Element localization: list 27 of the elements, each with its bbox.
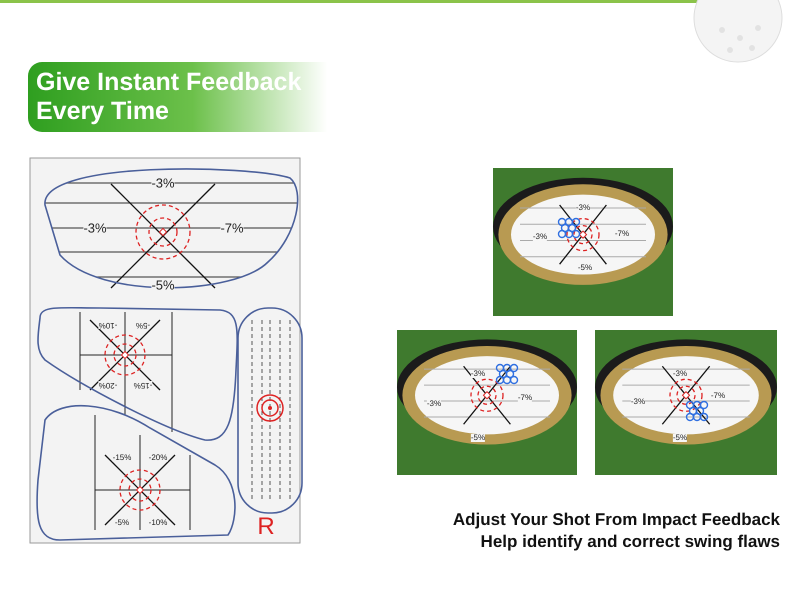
percent-label: -7% bbox=[518, 394, 532, 402]
percent-label: -3% bbox=[532, 233, 548, 241]
percent-label: -5% bbox=[672, 434, 688, 442]
side-letter: R bbox=[257, 515, 275, 539]
percent-label: -15% bbox=[112, 454, 132, 462]
percent-label: -20% bbox=[148, 454, 168, 462]
percent-label: -20% bbox=[98, 381, 118, 389]
percent-label: -5% bbox=[470, 434, 486, 442]
percent-label: -10% bbox=[98, 321, 118, 329]
percent-label: -7% bbox=[614, 230, 630, 238]
percent-label: -5% bbox=[151, 278, 175, 292]
percent-label: -3% bbox=[576, 204, 590, 212]
percent-label: -5% bbox=[578, 264, 592, 272]
percent-label: -3% bbox=[426, 400, 442, 408]
percent-label: -10% bbox=[148, 519, 168, 527]
percent-label: -3% bbox=[151, 176, 175, 190]
percent-label: -3% bbox=[630, 398, 646, 406]
percent-label: -5% bbox=[114, 519, 130, 527]
percent-label: -3% bbox=[672, 370, 688, 378]
percent-label: -7% bbox=[220, 222, 244, 234]
caption-text: Adjust Your Shot From Impact Feedback bbox=[452, 510, 780, 530]
percent-label: -15% bbox=[134, 381, 152, 389]
percent-label: -3% bbox=[83, 222, 107, 234]
percent-label: -5% bbox=[136, 321, 150, 329]
percent-label: -3% bbox=[470, 370, 486, 378]
caption-text: Help identify and correct swing flaws bbox=[480, 532, 780, 552]
percent-label: -7% bbox=[710, 392, 726, 400]
